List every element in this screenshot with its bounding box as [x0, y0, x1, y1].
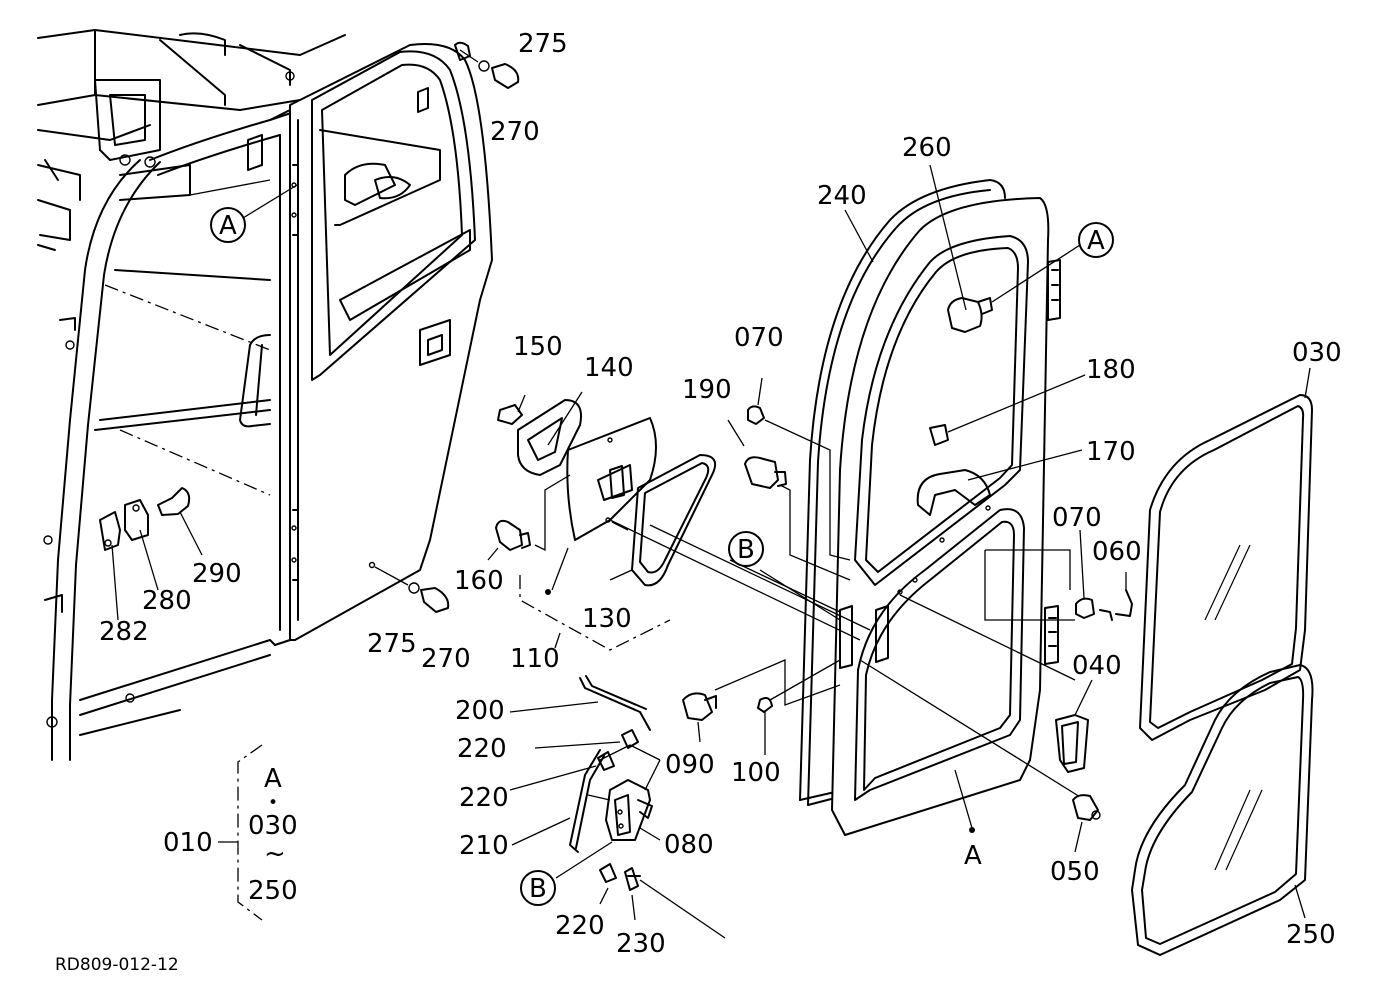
set-tilde: ~ — [264, 839, 286, 869]
installed-door — [242, 41, 520, 641]
label-180: 180 — [1086, 355, 1136, 385]
label-130: 130 — [582, 604, 632, 634]
label-090: 090 — [665, 750, 715, 780]
label-270-top: 270 — [490, 117, 540, 147]
label-270-lower: 270 — [421, 644, 471, 674]
door-hardware — [682, 377, 1133, 853]
label-275-top: 275 — [518, 29, 568, 59]
label-230: 230 — [616, 929, 666, 959]
lock-assembly — [487, 391, 716, 651]
label-070-lower: 070 — [1052, 503, 1102, 533]
label-060: 060 — [1092, 537, 1142, 567]
label-040: 040 — [1072, 651, 1122, 681]
set-bracket — [218, 744, 263, 921]
label-200: 200 — [455, 696, 505, 726]
label-220-b: 220 — [459, 783, 509, 813]
label-190: 190 — [682, 375, 732, 405]
label-160: 160 — [454, 566, 504, 596]
callout-circle-a-left — [210, 207, 246, 243]
label-275-lower: 275 — [367, 629, 417, 659]
label-070-upper: 070 — [734, 323, 784, 353]
label-b-mid: B — [737, 535, 755, 565]
label-260: 260 — [902, 133, 952, 163]
drawing-code: RD809-012-12 — [55, 955, 179, 975]
set-label-250: 250 — [248, 876, 298, 906]
set-separator: • — [268, 793, 278, 813]
callout-circle-b-low — [520, 870, 556, 906]
set-label-a: A — [264, 764, 282, 794]
label-a-left: A — [219, 211, 237, 241]
label-010: 010 — [163, 828, 213, 858]
label-220-c: 220 — [555, 911, 605, 941]
callout-labels: 275 270 A 260 240 A 070 030 150 140 180 … — [55, 29, 1342, 975]
label-140: 140 — [584, 353, 634, 383]
label-280: 280 — [142, 586, 192, 616]
exploded-door — [609, 164, 1086, 836]
label-240: 240 — [817, 181, 867, 211]
label-080: 080 — [664, 830, 714, 860]
glass-panels — [1131, 367, 1314, 956]
label-110: 110 — [510, 644, 560, 674]
set-label-030: 030 — [248, 811, 298, 841]
label-a-top: A — [1087, 226, 1105, 256]
callout-circle-a-top — [1078, 222, 1114, 258]
label-290: 290 — [192, 559, 242, 589]
label-b-low: B — [529, 874, 547, 904]
label-a-bottom: A — [964, 841, 982, 871]
label-170: 170 — [1086, 437, 1136, 467]
label-100: 100 — [731, 758, 781, 788]
label-030: 030 — [1292, 338, 1342, 368]
label-150: 150 — [513, 332, 563, 362]
label-210: 210 — [459, 831, 509, 861]
label-250: 250 — [1286, 920, 1336, 950]
label-220-a: 220 — [457, 734, 507, 764]
callout-circle-b-mid — [728, 531, 764, 567]
hinge-parts — [99, 487, 203, 621]
latch-parts — [509, 675, 726, 939]
label-282: 282 — [99, 617, 149, 647]
label-050: 050 — [1050, 857, 1100, 887]
